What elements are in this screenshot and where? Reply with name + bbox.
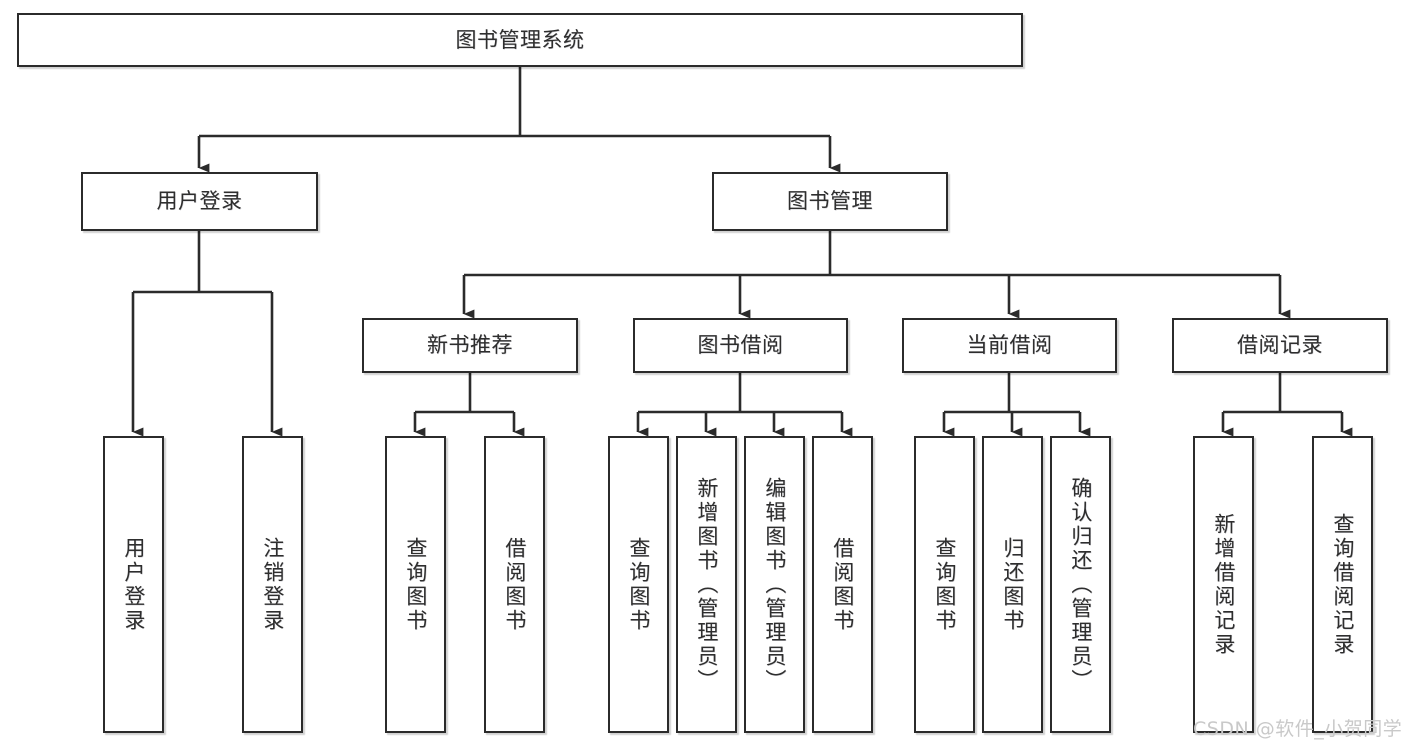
leaf-node[interactable]: 借阅图书 <box>484 436 545 733</box>
leaf-node[interactable]: 查询图书 <box>608 436 669 733</box>
leaf-node-label: 新增图书（管理员） <box>694 476 719 693</box>
leaf-node-label: 借阅图书 <box>502 536 527 633</box>
leaf-node-label: 查询借阅记录 <box>1330 512 1355 657</box>
leaf-node[interactable]: 查询借阅记录 <box>1312 436 1373 733</box>
node-book-borrow[interactable]: 图书借阅 <box>633 318 848 373</box>
leaf-node[interactable]: 确认归还（管理员） <box>1050 436 1111 733</box>
leaf-node-label: 归还图书 <box>1000 536 1025 633</box>
leaf-node[interactable]: 查询图书 <box>385 436 446 733</box>
node-new-book-recommend[interactable]: 新书推荐 <box>362 318 578 373</box>
node-root-system[interactable]: 图书管理系统 <box>17 13 1023 67</box>
node-book-borrow-label: 图书借阅 <box>697 333 784 358</box>
leaf-node[interactable]: 查询图书 <box>914 436 975 733</box>
node-user-login-label: 用户登录 <box>156 189 243 214</box>
node-user-login[interactable]: 用户登录 <box>81 172 318 231</box>
leaf-node-label: 新增借阅记录 <box>1211 512 1236 657</box>
node-borrow-record[interactable]: 借阅记录 <box>1172 318 1388 373</box>
leaf-node-label: 查询图书 <box>932 536 957 633</box>
leaf-node[interactable]: 用户登录 <box>103 436 164 733</box>
leaf-node-label: 确认归还（管理员） <box>1068 476 1093 693</box>
leaf-node-label: 借阅图书 <box>830 536 855 633</box>
node-book-management[interactable]: 图书管理 <box>712 172 948 231</box>
leaf-node-label: 用户登录 <box>121 536 146 633</box>
node-borrow-record-label: 借阅记录 <box>1237 333 1323 358</box>
leaf-node-label: 编辑图书（管理员） <box>762 476 787 693</box>
leaf-node[interactable]: 归还图书 <box>982 436 1043 733</box>
leaf-node[interactable]: 新增借阅记录 <box>1193 436 1254 733</box>
node-new-book-recommend-label: 新书推荐 <box>427 333 513 358</box>
node-current-borrow[interactable]: 当前借阅 <box>902 318 1117 373</box>
csdn-watermark: CSDN @软件_小贺同学 <box>1193 718 1403 740</box>
node-root-label: 图书管理系统 <box>455 27 585 52</box>
node-current-borrow-label: 当前借阅 <box>966 333 1053 358</box>
leaf-node[interactable]: 注销登录 <box>242 436 303 733</box>
leaf-node-label: 查询图书 <box>403 536 428 633</box>
leaf-node[interactable]: 编辑图书（管理员） <box>744 436 805 733</box>
leaf-node-label: 注销登录 <box>260 536 285 633</box>
leaf-node[interactable]: 新增图书（管理员） <box>676 436 737 733</box>
leaf-node[interactable]: 借阅图书 <box>812 436 873 733</box>
node-book-management-label: 图书管理 <box>787 189 873 214</box>
leaf-node-label: 查询图书 <box>626 536 651 633</box>
